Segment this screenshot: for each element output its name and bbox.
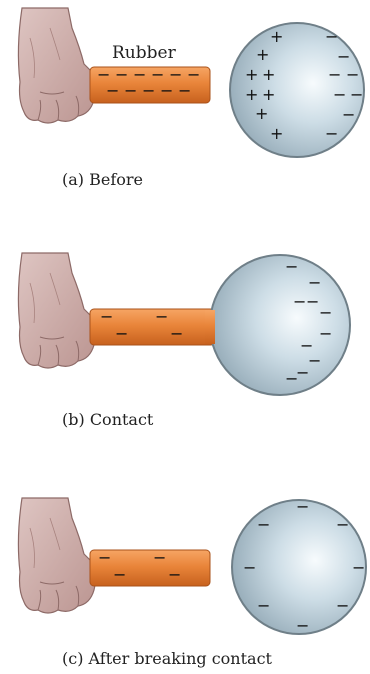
sphere-charge: − [308, 351, 321, 370]
sphere-charge: − [325, 27, 338, 46]
sphere-charge: − [325, 124, 338, 143]
caption-b: (b) Contact [62, 410, 154, 429]
sphere-charge: − [257, 515, 270, 534]
sphere-charge: − [319, 324, 332, 343]
sphere-charge: + [262, 65, 275, 84]
sphere-charge: − [336, 515, 349, 534]
sphere-charge: − [337, 47, 350, 66]
hand-icon [18, 498, 95, 613]
caption-c: (c) After breaking contact [62, 649, 273, 668]
sphere-charge: − [257, 596, 270, 615]
sphere-charge: − [296, 497, 309, 516]
rubber-label: Rubber [112, 43, 177, 63]
sphere-charge: − [342, 105, 355, 124]
sphere-charge: + [270, 124, 283, 143]
hand-icon [18, 253, 95, 368]
sphere-charge: − [328, 65, 341, 84]
sphere-charge: − [243, 558, 256, 577]
rod-contact-end [205, 310, 215, 344]
sphere-charge: − [285, 369, 298, 388]
panel-c-after: − − − − − − − − − − − − (c) After breaki… [18, 497, 366, 668]
rod-charge: − [170, 324, 183, 343]
sphere-charge: + [245, 85, 258, 104]
sphere-charge: + [262, 85, 275, 104]
sphere-charge: − [285, 257, 298, 276]
hand-icon [18, 8, 95, 123]
panel-a-before: Rubber − − − − − − − − − − − + + + + + +… [18, 8, 364, 189]
sphere-charge: − [350, 85, 363, 104]
rod-charge: − [168, 565, 181, 584]
rod-charge: − [113, 565, 126, 584]
sphere-charge: − [336, 596, 349, 615]
sphere-charge: − [352, 558, 365, 577]
sphere-charge: − [293, 292, 306, 311]
sphere-charge: − [306, 292, 319, 311]
sphere-charge: + [255, 104, 268, 123]
rod-charge: − [100, 307, 113, 326]
sphere-charge: + [245, 65, 258, 84]
sphere-charge: − [319, 303, 332, 322]
rod-charge: − [178, 81, 191, 100]
rod-charge: − [142, 81, 155, 100]
rod-charge: − [124, 81, 137, 100]
rod-charge: − [155, 307, 168, 326]
rod-charge: − [153, 548, 166, 567]
sphere-charge: + [270, 27, 283, 46]
rod-charge: − [160, 81, 173, 100]
sphere-charge: − [333, 85, 346, 104]
sphere-charge: − [346, 65, 359, 84]
sphere-charge: − [308, 273, 321, 292]
caption-a: (a) Before [62, 170, 143, 189]
panel-b-contact: − − − − − − − − − − − − − − (b) Contact [18, 253, 350, 429]
rod-charge: − [106, 81, 119, 100]
sphere-charge: − [296, 616, 309, 635]
rod-charge: − [115, 324, 128, 343]
sphere-charge: + [256, 45, 269, 64]
rod-charge: − [98, 548, 111, 567]
